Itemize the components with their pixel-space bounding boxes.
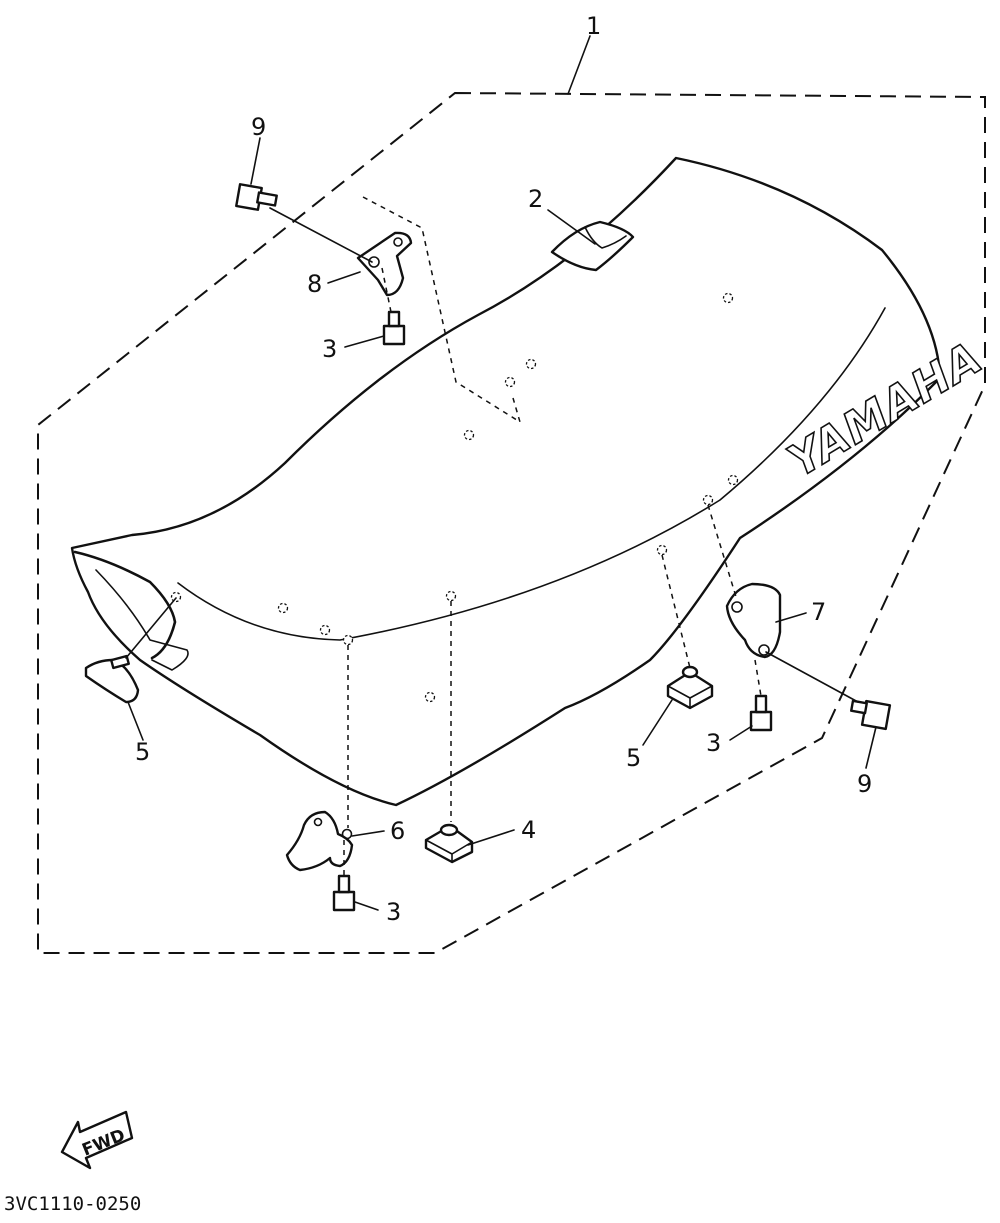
seat-front-lip <box>95 569 189 671</box>
mounting-hole <box>424 691 436 703</box>
callout-part-3-right: 3 <box>706 729 721 757</box>
side-bracket-hole <box>758 644 770 656</box>
seat-outline <box>70 156 942 807</box>
callout-part-3-lower: 3 <box>386 898 401 926</box>
mounting-hole <box>445 590 457 602</box>
mounting-hole <box>463 429 475 441</box>
diagram-reference-code: 3VC1110-0250 <box>4 1193 141 1215</box>
mounting-holes <box>170 292 739 703</box>
nut-upper-stud <box>387 310 401 328</box>
callout-part-5-right: 5 <box>626 744 641 772</box>
callout-part-1: 1 <box>586 12 601 40</box>
rear-bracket-hole <box>368 256 380 268</box>
assembly-boundary <box>37 91 986 954</box>
callout-part-9-right: 9 <box>857 770 872 798</box>
leader-part-9-upper <box>250 137 261 185</box>
callout-part-2: 2 <box>528 185 543 213</box>
rear-bracket-hole <box>393 237 403 247</box>
mounting-hole <box>656 544 668 556</box>
seat-seam <box>177 307 886 641</box>
mounting-hole <box>702 494 714 506</box>
leader-part-3-upper <box>344 335 385 348</box>
callout-part-8: 8 <box>307 270 322 298</box>
callout-part-3-upper: 3 <box>322 335 337 363</box>
callout-part-4: 4 <box>521 816 536 844</box>
leader-part-7 <box>775 612 807 623</box>
mounting-hole <box>525 358 537 370</box>
callout-part-6: 6 <box>390 817 405 845</box>
damper-left-body <box>84 658 140 704</box>
mounting-hole <box>504 376 516 388</box>
nut-lower-stud <box>337 874 351 894</box>
nut-upper <box>382 310 406 346</box>
side-bracket <box>725 582 782 659</box>
leader-part-6 <box>351 830 385 837</box>
leader-part-9-right <box>865 726 877 769</box>
leader-part-1 <box>567 35 591 95</box>
seat-bracket-outline <box>362 196 522 424</box>
front-bracket-hole <box>341 828 353 840</box>
nut-lower-hex <box>332 890 356 912</box>
mounting-hole <box>342 634 354 646</box>
damper-right-knob <box>681 665 699 679</box>
forward-arrow-outline <box>60 1110 134 1170</box>
mounting-hole <box>170 591 182 603</box>
leader-part-5-left <box>127 701 144 741</box>
bolt-right <box>850 699 892 731</box>
side-bracket-hole <box>731 601 743 613</box>
callout-part-5-left: 5 <box>135 738 150 766</box>
leader-part-3-lower <box>354 901 379 911</box>
damper-left-stem <box>110 654 130 670</box>
damper-block <box>424 823 474 864</box>
leader-part-2 <box>547 209 596 245</box>
rear-bracket <box>356 231 413 297</box>
damper-left <box>84 654 140 704</box>
front-bracket-hole <box>313 817 323 827</box>
damper-block-top <box>425 839 473 863</box>
leader-part-8 <box>327 271 361 284</box>
seat-front-cavity <box>73 550 177 660</box>
leader-part-5-right <box>642 699 673 746</box>
callouts: 1 2 9 8 3 7 9 3 5 4 6 3 5 <box>135 12 872 926</box>
seat-strap-fold <box>584 226 627 249</box>
bolt-upper <box>235 183 278 211</box>
damper-right <box>666 665 714 710</box>
seat-strap <box>550 220 635 272</box>
assembly-guide-lines <box>125 207 859 876</box>
bolt-right-shank <box>850 699 868 715</box>
nut-upper-hex <box>382 324 406 346</box>
forward-arrow: FWD <box>60 1110 134 1170</box>
mounting-hole <box>319 624 331 636</box>
leader-lines <box>127 35 877 911</box>
front-bracket <box>285 810 354 872</box>
bolt-upper-shank <box>256 191 278 207</box>
front-bracket-body <box>285 810 354 872</box>
nut-right-hex <box>749 710 773 732</box>
leader-part-4 <box>467 829 515 846</box>
callout-part-7: 7 <box>811 598 826 626</box>
leader-part-3-right <box>729 725 753 741</box>
callout-part-9-upper: 9 <box>251 113 266 141</box>
nut-right <box>749 694 773 732</box>
nut-lower <box>332 874 356 912</box>
rear-bracket-body <box>356 231 413 297</box>
nut-right-stud <box>754 694 768 714</box>
mounting-hole <box>727 474 739 486</box>
mounting-hole <box>722 292 734 304</box>
damper-block-knob <box>439 823 459 837</box>
mounting-hole <box>277 602 289 614</box>
damper-right-top <box>667 685 713 709</box>
